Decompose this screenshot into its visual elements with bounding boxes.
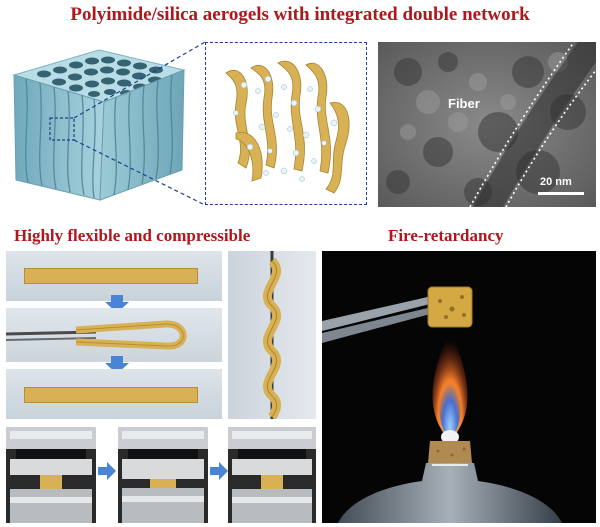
twisted-strip-photo (228, 251, 316, 419)
down-arrow-icon (104, 295, 130, 318)
compression-photo-recovered (228, 427, 316, 523)
double-network-zoom-panel (205, 42, 367, 205)
fire-retardancy-photo (322, 251, 596, 523)
compression-photo-compressed (118, 427, 208, 523)
aerogel-block-illustration (4, 30, 194, 205)
aerogel-strip (24, 268, 198, 284)
aerogel-strip (24, 387, 198, 403)
fiber-label: Fiber (448, 96, 480, 111)
compression-photo-initial (6, 427, 96, 523)
recovered-strip-photo (6, 369, 222, 419)
tem-micrograph: Fiber 20 nm (378, 42, 596, 207)
fire-section-heading: Fire-retardancy (388, 226, 504, 245)
flexible-section-heading: Highly flexible and compressible (14, 226, 251, 245)
right-arrow-icon (98, 462, 116, 485)
bent-strip-photo (6, 308, 222, 362)
figure-title: Polyimide/silica aerogels with integrate… (70, 4, 530, 25)
down-arrow-icon (104, 356, 130, 379)
scale-bar-label: 20 nm (540, 176, 572, 188)
right-arrow-icon (210, 462, 228, 485)
flat-strip-photo (6, 251, 222, 301)
